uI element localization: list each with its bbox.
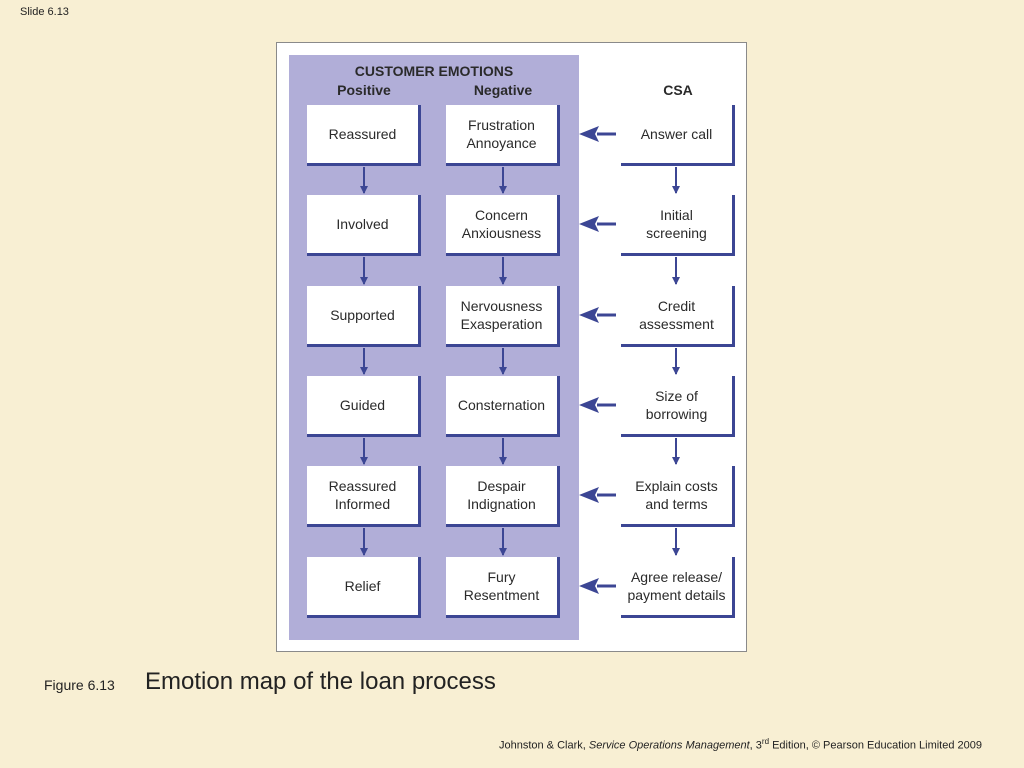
csa-step-box: Answer call [621,105,735,166]
negative-column-header: Negative [473,82,533,98]
positive-emotion-box: Reassured Informed [307,466,421,527]
csa-column-header: CSA [663,82,693,98]
positive-emotion-box: Guided [307,376,421,437]
left-arrow [579,397,616,413]
negative-emotion-box: Concern Anxiousness [446,195,560,256]
customer-emotions-header: CUSTOMER EMOTIONS [354,63,514,79]
negative-emotion-box: Fury Resentment [446,557,560,618]
footer-book-title: Service Operations Management [588,739,750,752]
left-arrow [579,307,616,323]
negative-emotion-box: Nervousness Exasperation [446,286,560,347]
negative-emotion-box: Frustration Annoyance [446,105,560,166]
footer-publisher: Edition, © Pearson Education Limited 200… [769,739,982,752]
footer-citation: Johnston & Clark, Service Operations Man… [499,737,982,752]
figure-label: Figure 6.13 [44,677,115,693]
emotion-map-figure: CUSTOMER EMOTIONS Positive Negative CSA … [276,42,747,652]
left-arrow [579,578,616,594]
csa-step-box: Agree release/ payment details [621,557,735,618]
csa-step-box: Size of borrowing [621,376,735,437]
positive-emotion-box: Relief [307,557,421,618]
slide-number: Slide 6.13 [20,6,69,18]
positive-emotion-box: Involved [307,195,421,256]
footer-authors: Johnston & Clark, [498,739,589,752]
csa-step-box: Credit assessment [621,286,735,347]
footer-edition: , 3 [749,739,762,752]
positive-emotion-box: Reassured [307,105,421,166]
positive-emotion-box: Supported [307,286,421,347]
positive-column-header: Positive [337,82,391,98]
left-arrow [579,126,616,142]
footer-edition-suffix: rd [761,737,770,746]
figure-title: Emotion map of the loan process [145,668,496,695]
negative-emotion-box: Consternation [446,376,560,437]
csa-to-emotion-arrows [579,126,616,594]
negative-emotion-box: Despair Indignation [446,466,560,527]
left-arrow [579,487,616,503]
csa-step-box: Explain costs and terms [621,466,735,527]
csa-step-box: Initial screening [621,195,735,256]
left-arrow [579,216,616,232]
